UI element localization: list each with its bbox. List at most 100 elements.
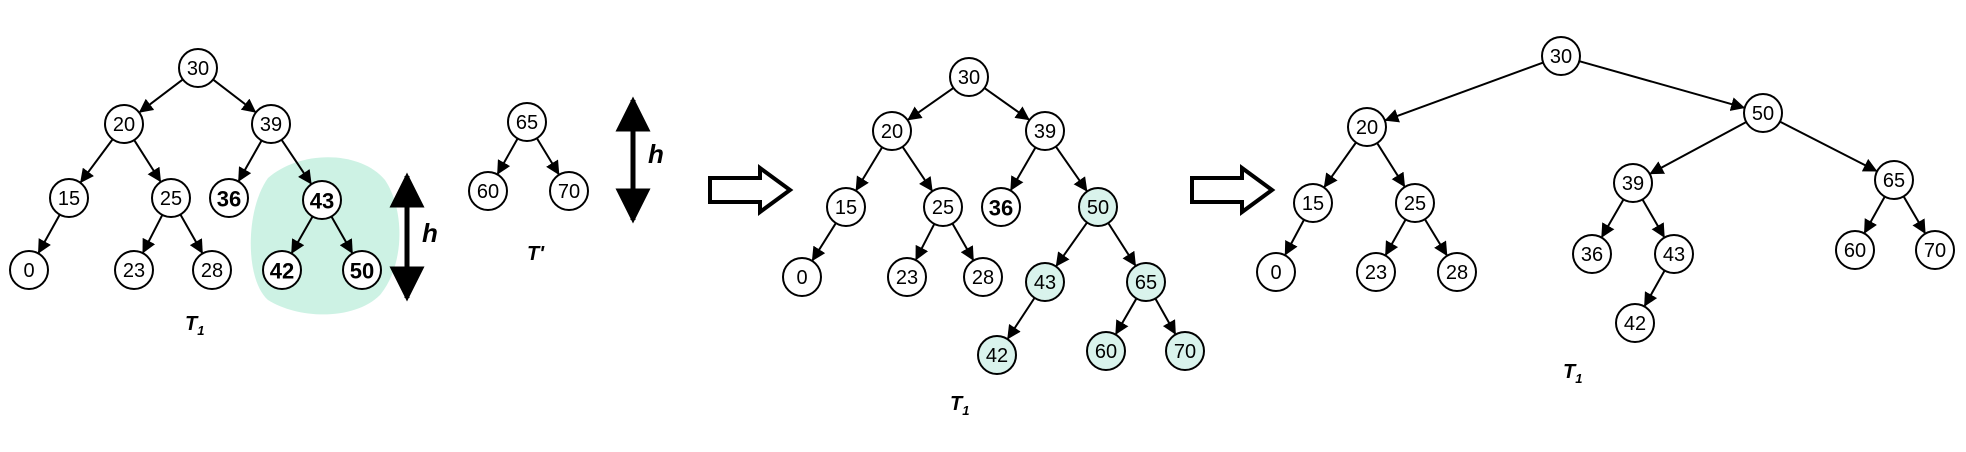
tree-edge	[1384, 219, 1407, 256]
node-label: 28	[201, 260, 223, 282]
node-label: 42	[270, 259, 294, 284]
node-circle	[1256, 252, 1296, 292]
node-circle	[981, 187, 1021, 227]
node-label: 65	[1135, 272, 1157, 294]
node-circle	[1835, 230, 1875, 270]
node-label: 20	[113, 114, 135, 136]
tree-edge	[142, 214, 164, 254]
tree-edge	[951, 223, 974, 261]
tree-edge	[1424, 218, 1448, 257]
tree-node-42: 42	[977, 335, 1017, 375]
node-circle	[1437, 252, 1477, 292]
node-label: 43	[1034, 272, 1056, 294]
tree-edge	[855, 146, 884, 192]
tree-edge	[1579, 60, 1746, 111]
tree-node-23: 23	[887, 257, 927, 297]
tree-node-42: 42	[1615, 303, 1655, 343]
node-label: 60	[1095, 341, 1117, 363]
node-label: 36	[989, 196, 1013, 221]
node-circle	[1025, 111, 1065, 151]
node-label: 39	[1034, 121, 1056, 143]
node-label: 39	[260, 114, 282, 136]
node-label: 42	[1624, 313, 1646, 335]
tree-edge	[212, 78, 257, 113]
tree-node-43: 43	[302, 180, 342, 220]
node-circle	[251, 104, 291, 144]
tree-node-28: 28	[963, 257, 1003, 297]
tree-edge	[238, 140, 263, 182]
node-circle	[1347, 107, 1387, 147]
tree-node-28: 28	[192, 250, 232, 290]
tree-edge	[1601, 198, 1625, 238]
node-circle	[1572, 234, 1612, 274]
node-circle	[192, 250, 232, 290]
tree-edge	[915, 223, 936, 261]
tree-edge	[536, 137, 560, 176]
node-circle	[302, 180, 342, 220]
transform-arrow-2	[1190, 164, 1276, 216]
node-label: 65	[1883, 170, 1905, 192]
tree-edge	[133, 139, 162, 183]
node-label: 70	[558, 181, 580, 203]
node-circle	[178, 48, 218, 88]
tree-edge	[1779, 120, 1878, 172]
tree-edge	[1376, 142, 1406, 188]
tree-node-43: 43	[1654, 234, 1694, 274]
node-label: 30	[1550, 46, 1572, 68]
tree-node-0: 0	[9, 250, 49, 290]
tree-node-25: 25	[1395, 183, 1435, 223]
transform-arrow-1	[708, 164, 794, 216]
node-circle	[1293, 183, 1333, 223]
tree-node-43: 43	[1025, 262, 1065, 302]
tree-edge	[983, 87, 1030, 121]
tree-edge	[1284, 219, 1305, 256]
node-circle	[872, 111, 912, 151]
edges-layer	[37, 60, 1926, 340]
tree-node-28: 28	[1437, 252, 1477, 292]
tree-node-60: 60	[1835, 230, 1875, 270]
tree-node-23: 23	[1356, 252, 1396, 292]
tree-edge	[1863, 196, 1886, 234]
tree-node-50: 50	[1078, 187, 1118, 227]
node-circle	[1874, 160, 1914, 200]
tree-edge	[1115, 297, 1138, 335]
node-label: 15	[1302, 193, 1324, 215]
node-circle	[923, 187, 963, 227]
node-circle	[209, 178, 249, 218]
tree-edge	[179, 214, 203, 254]
tree-edge	[1323, 141, 1357, 188]
tree-node-36: 36	[1572, 234, 1612, 274]
tree-edge	[907, 87, 955, 121]
node-label: 42	[986, 345, 1008, 367]
node-circle	[1613, 163, 1653, 203]
height-label: h	[422, 218, 438, 248]
node-circle	[1165, 331, 1205, 371]
tree-edge	[1007, 297, 1036, 340]
tree-edge	[138, 78, 184, 113]
node-label: 28	[972, 267, 994, 289]
node-circle	[1086, 331, 1126, 371]
tree-node-60: 60	[468, 171, 508, 211]
node-label: 39	[1622, 173, 1644, 195]
tree-node-39: 39	[1613, 163, 1653, 203]
tree-edge	[330, 216, 353, 254]
node-label: 50	[1752, 103, 1774, 125]
node-label: 15	[835, 197, 857, 219]
node-circle	[887, 257, 927, 297]
tree-edge	[1107, 222, 1137, 267]
node-circle	[1654, 234, 1694, 274]
node-circle	[151, 178, 191, 218]
node-label: 15	[58, 188, 80, 210]
node-circle	[262, 250, 302, 290]
node-label: 70	[1924, 240, 1946, 262]
node-circle	[9, 250, 49, 290]
tree-node-36: 36	[981, 187, 1021, 227]
tree-edge	[1649, 121, 1747, 175]
tree-edge	[496, 138, 519, 175]
node-label: 36	[1581, 244, 1603, 266]
node-label: 25	[932, 197, 954, 219]
node-label: 30	[187, 58, 209, 80]
tree-node-25: 25	[151, 178, 191, 218]
caption-t1-after: T1	[1563, 361, 1582, 386]
node-label: 20	[881, 121, 903, 143]
